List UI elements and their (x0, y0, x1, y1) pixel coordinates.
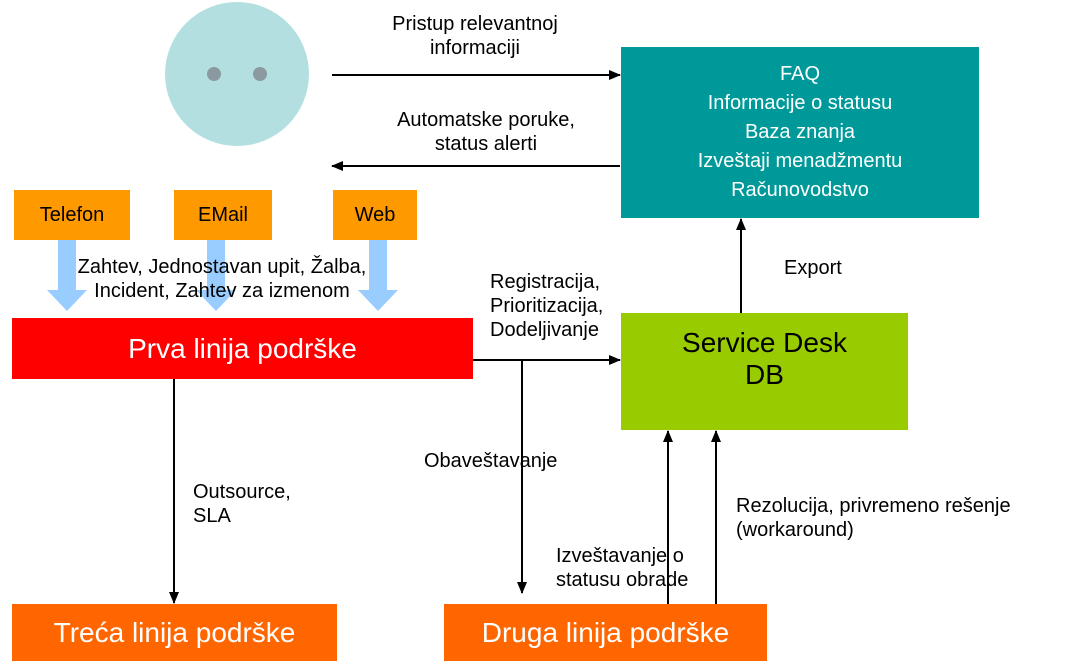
kb-item-management-reports: Izveštaji menadžmentu (697, 150, 903, 172)
resolution-label: Rezolucija, privremeno rešenje (workarou… (736, 495, 1011, 541)
first-line-support-box: Prva linija podrške (12, 318, 473, 379)
third-line-support-label: Treća linija podrške (53, 616, 296, 648)
info-access-label: Pristup relevantnoj informaciji (392, 13, 558, 59)
second-line-support-label: Druga linija podrške (481, 616, 730, 648)
web-source-label: Web (354, 203, 396, 226)
kb-item-status-info: Informacije o statusu (707, 92, 893, 114)
phone-source-box: Telefon (14, 190, 130, 240)
email-source-box: EMail (174, 190, 272, 240)
user-face-icon (165, 2, 309, 146)
kb-item-faq: FAQ (779, 63, 820, 85)
status-report-label: Izveštavanje o statusu obrade (556, 545, 689, 591)
face-eye-left (207, 67, 221, 81)
third-line-support-box: Treća linija podrške (12, 604, 337, 661)
kb-item-knowledge-base: Baza znanja (744, 121, 856, 143)
requests-label: Zahtev, Jednostavan upit, Žalba, Inciden… (77, 256, 367, 302)
service-desk-db-box: Service Desk DB (621, 313, 908, 430)
phone-source-label: Telefon (39, 203, 105, 226)
export-label: Export (784, 257, 842, 279)
face-circle (165, 2, 309, 146)
kb-item-accounting: Računovodstvo (731, 179, 869, 201)
phone-input-arrow (47, 240, 87, 311)
email-input-arrow (196, 240, 236, 311)
outsource-label: Outsource, SLA (193, 481, 291, 527)
registration-label: Registracija, Prioritizacija, Dodeljivan… (490, 271, 604, 341)
web-source-box: Web (333, 190, 417, 240)
auto-messages-label: Automatske poruke, status alerti (397, 109, 575, 155)
web-input-arrow (358, 240, 398, 311)
service-desk-db-label: Service Desk DB (682, 327, 847, 390)
knowledge-base-box: FAQ Informacije o statusu Baza znanja Iz… (621, 47, 979, 218)
notification-label: Obaveštavanje (424, 450, 558, 472)
email-source-label: EMail (197, 203, 248, 226)
face-eye-right (253, 67, 267, 81)
second-line-support-box: Druga linija podrške (444, 604, 767, 661)
first-line-support-label: Prva linija podrške (128, 332, 357, 364)
